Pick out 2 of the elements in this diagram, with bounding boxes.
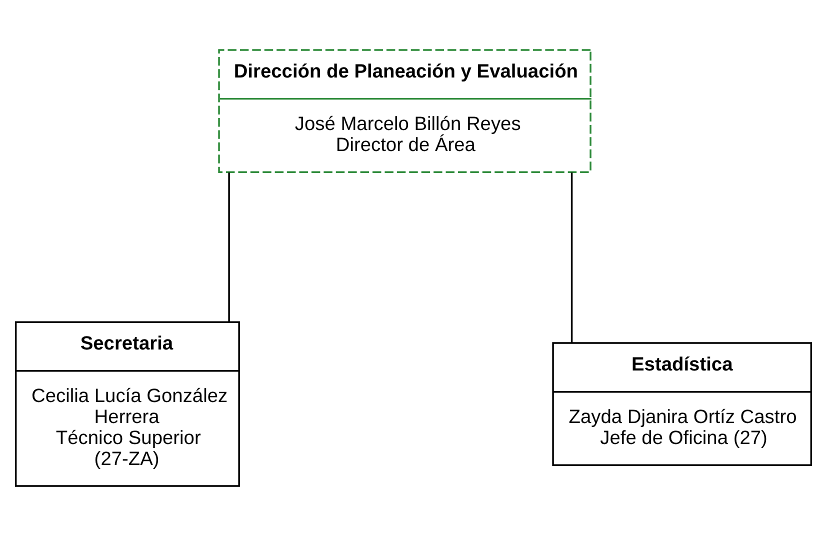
connector [570, 172, 573, 342]
connector [228, 172, 230, 322]
